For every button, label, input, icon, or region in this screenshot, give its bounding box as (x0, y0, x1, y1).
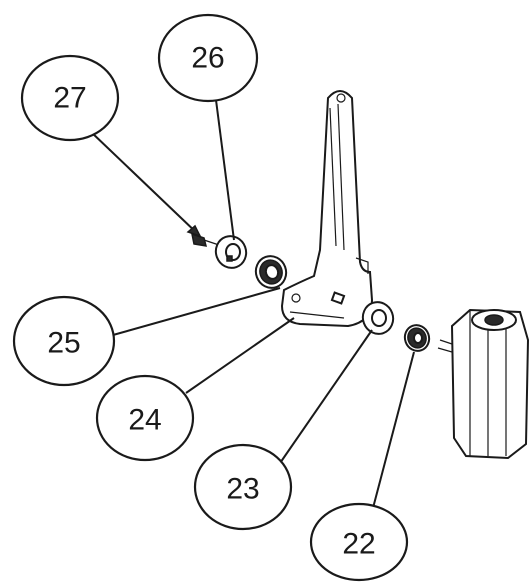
washer-26 (214, 235, 248, 269)
callout-24-label: 24 (128, 404, 161, 437)
leader-27-arrowhead (186, 224, 202, 238)
lever-arm (280, 90, 374, 328)
callout-25-label: 25 (47, 327, 80, 360)
callout-22-label: 22 (342, 528, 375, 561)
callout-26: 26 (157, 13, 259, 103)
washer-25 (254, 255, 288, 289)
leader-lines (89, 99, 415, 509)
leader-26 (215, 99, 235, 241)
leader-22 (372, 351, 415, 509)
leader-24 (185, 317, 295, 394)
callout-27: 27 (20, 54, 120, 142)
leader-23 (277, 329, 373, 467)
leader-25 (112, 287, 281, 336)
callout-24: 24 (95, 374, 195, 462)
callout-26-label: 26 (191, 42, 224, 75)
leader-27 (89, 130, 201, 237)
washer-22 (403, 324, 431, 352)
callout-22: 22 (309, 502, 409, 582)
callout-25: 25 (12, 295, 116, 387)
callout-23: 23 (193, 443, 293, 531)
callout-23-label: 23 (226, 473, 259, 506)
callout-27-label: 27 (53, 82, 86, 115)
washer-23 (361, 301, 395, 335)
motor-housing (437, 308, 530, 460)
